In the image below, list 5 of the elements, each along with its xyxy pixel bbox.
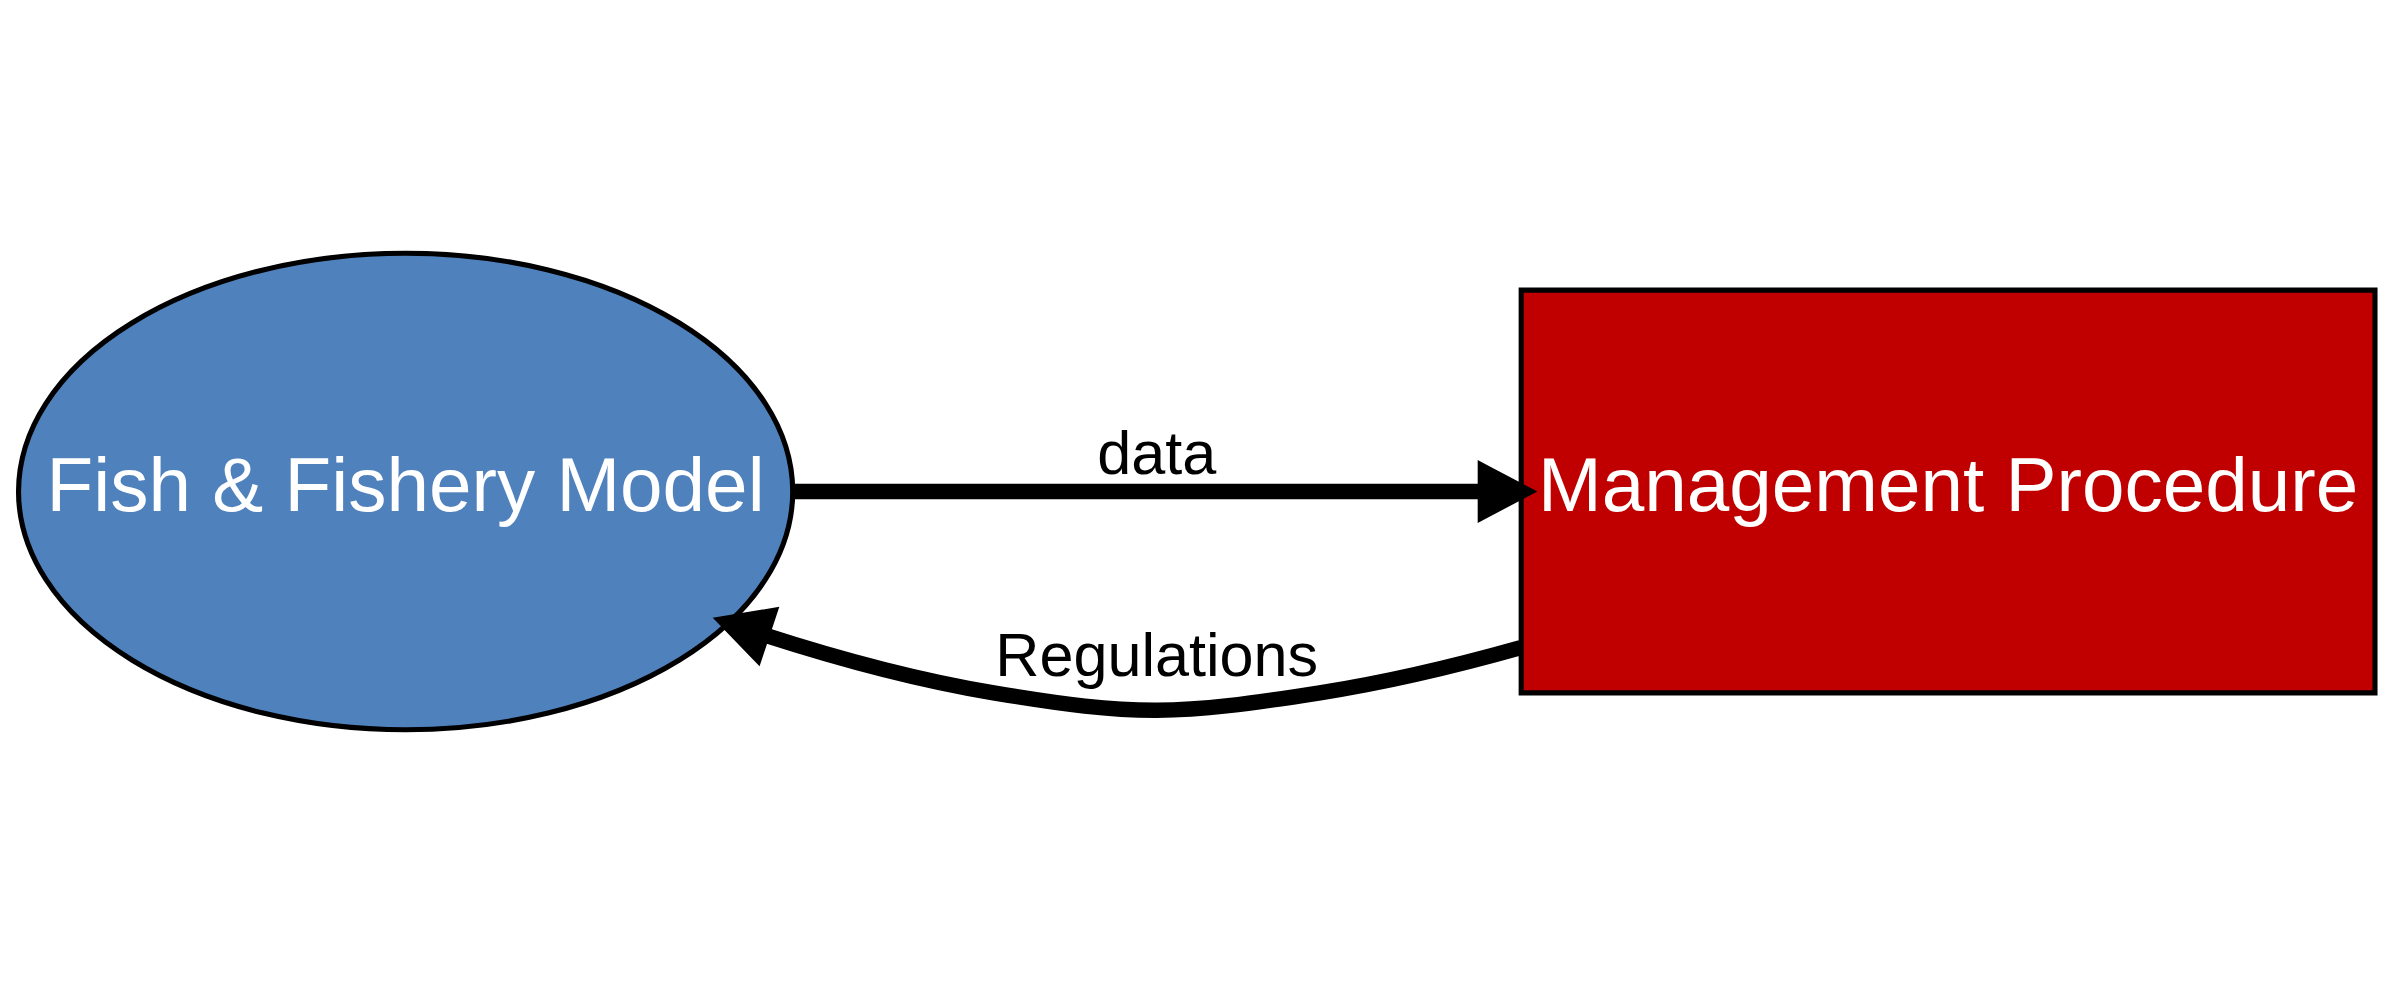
edge-label: data xyxy=(1097,419,1217,488)
node-box: Management Procedure xyxy=(1518,287,2378,696)
arrow xyxy=(793,460,1538,523)
node-ellipse: Fish & Fishery Model xyxy=(15,250,796,733)
edge-label: Regulations xyxy=(995,620,1319,689)
